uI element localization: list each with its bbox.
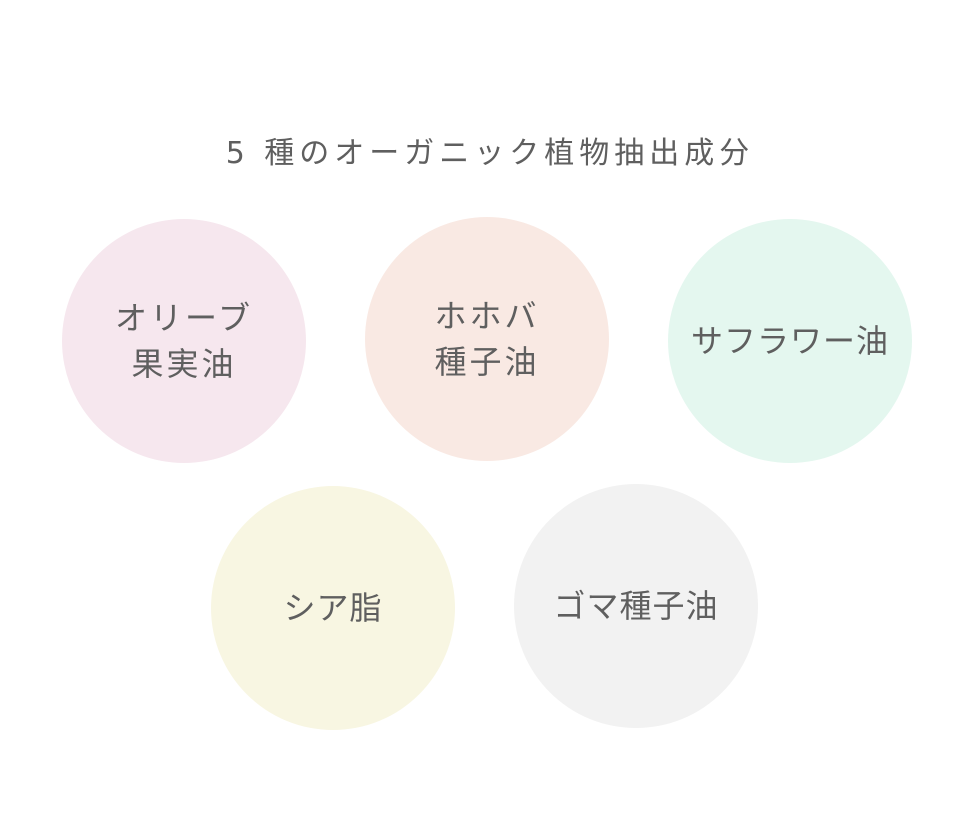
ingredient-circle-safflower: サフラワー油 xyxy=(668,219,912,463)
ingredient-label-line: 果実油 xyxy=(131,345,237,383)
ingredient-circle-sesame: ゴマ種子油 xyxy=(514,484,758,728)
page-title: 5 種のオーガニック植物抽出成分 xyxy=(225,136,755,171)
ingredient-label-line: オリーブ xyxy=(114,299,254,337)
ingredient-label-line: 種子油 xyxy=(434,343,540,381)
ingredient-label-line: シア脂 xyxy=(283,589,383,627)
ingredient-label-line: サフラワー油 xyxy=(690,322,889,360)
ingredient-circle-olive: オリーブ 果実油 xyxy=(62,219,306,463)
ingredient-label-line: ゴマ種子油 xyxy=(553,587,719,625)
ingredient-circle-jojoba: ホホバ 種子油 xyxy=(365,217,609,461)
ingredient-circle-shea: シア脂 xyxy=(211,486,455,730)
ingredient-label-line: ホホバ xyxy=(434,297,540,335)
